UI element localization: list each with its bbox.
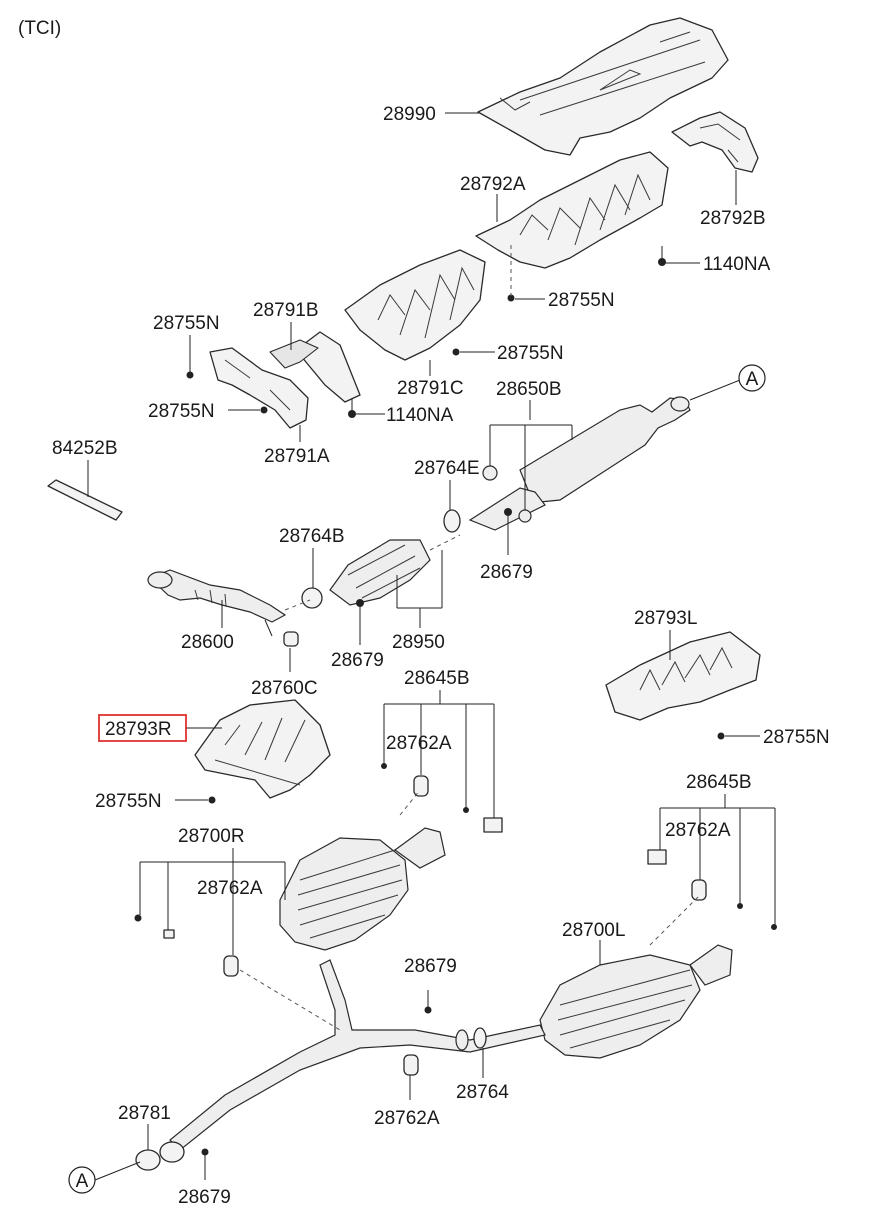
callout-28764B[interactable]: 28764B xyxy=(279,526,345,547)
front-pipe-28600 xyxy=(147,569,287,637)
callout-28950[interactable]: 28950 xyxy=(392,632,445,653)
callout-1140NA-mid[interactable]: 1140NA xyxy=(386,405,454,426)
rear-muffler-28700R xyxy=(134,827,446,977)
callout-28762A-b[interactable]: 28762A xyxy=(665,820,731,841)
callout-28755N-b[interactable]: 28755N xyxy=(153,313,220,334)
callout-84252B[interactable]: 84252B xyxy=(52,438,118,459)
callout-28679-a[interactable]: 28679 xyxy=(480,562,533,583)
strip-84252B xyxy=(47,479,123,521)
leader-lines xyxy=(87,112,776,1181)
connector-A-top: A xyxy=(738,364,766,392)
svg-text:A: A xyxy=(746,369,759,390)
highlight-box xyxy=(98,714,187,742)
dashed-linkages xyxy=(239,599,701,1031)
svg-text:A: A xyxy=(76,1171,89,1192)
callout-28791A[interactable]: 28791A xyxy=(264,446,330,467)
y-pipe xyxy=(169,959,546,1151)
heat-shield-28792B xyxy=(671,111,759,173)
callout-28679-c[interactable]: 28679 xyxy=(404,956,457,977)
callout-28755N-c[interactable]: 28755N xyxy=(497,343,564,364)
flange-28781 xyxy=(135,1141,209,1171)
rear-muffler-28700L xyxy=(539,944,733,1059)
callout-28762A-a[interactable]: 28762A xyxy=(386,733,452,754)
heat-shield-28990 xyxy=(477,17,729,156)
callout-28792A[interactable]: 28792A xyxy=(460,174,526,195)
callout-1140NA-top[interactable]: 1140NA xyxy=(703,254,771,275)
callout-28755N-f[interactable]: 28755N xyxy=(95,791,162,812)
center-muffler-28650B xyxy=(468,396,691,531)
callout-28679-d[interactable]: 28679 xyxy=(178,1187,231,1208)
variant-label: (TCI) xyxy=(18,18,61,39)
hanger-28760C xyxy=(283,631,299,647)
callout-28755N-d[interactable]: 28755N xyxy=(148,401,215,422)
callout-28755N-e[interactable]: 28755N xyxy=(763,727,830,748)
callout-28792B[interactable]: 28792B xyxy=(700,208,766,229)
callout-28764[interactable]: 28764 xyxy=(456,1082,509,1103)
fasteners-upper xyxy=(186,245,666,418)
callout-28760C[interactable]: 28760C xyxy=(251,678,318,699)
catalytic-converter-28950 xyxy=(329,534,461,607)
hanger-set-28645B-b xyxy=(647,849,777,930)
callout-28755N-a[interactable]: 28755N xyxy=(548,290,615,311)
callout-28645B-b[interactable]: 28645B xyxy=(686,772,752,793)
heat-shield-28791A xyxy=(209,339,319,429)
gaskets-upper xyxy=(301,509,461,609)
callout-28793L[interactable]: 28793L xyxy=(634,608,697,629)
callout-28700L[interactable]: 28700L xyxy=(562,920,625,941)
callout-28762A-d[interactable]: 28762A xyxy=(374,1108,440,1129)
callout-28645B-a[interactable]: 28645B xyxy=(404,668,470,689)
callout-28791C[interactable]: 28791C xyxy=(397,378,464,399)
heat-shield-28793L xyxy=(605,631,761,740)
callout-28791B[interactable]: 28791B xyxy=(253,300,319,321)
callout-28679-b[interactable]: 28679 xyxy=(331,650,384,671)
connector-A-bottom: A xyxy=(68,1166,96,1194)
hanger-set-28645B-a xyxy=(381,740,503,833)
callout-28781[interactable]: 28781 xyxy=(118,1103,171,1124)
callout-28650B[interactable]: 28650B xyxy=(496,379,562,400)
heat-shield-28793R xyxy=(194,699,331,804)
callout-28700R[interactable]: 28700R xyxy=(178,826,245,847)
callout-28762A-c[interactable]: 28762A xyxy=(197,878,263,899)
callout-28990[interactable]: 28990 xyxy=(383,104,436,125)
callout-28764E[interactable]: 28764E xyxy=(414,458,480,479)
callout-28793R[interactable]: 28793R xyxy=(105,719,172,740)
callout-28600[interactable]: 28600 xyxy=(181,632,234,653)
heat-shield-28792A xyxy=(475,151,669,269)
